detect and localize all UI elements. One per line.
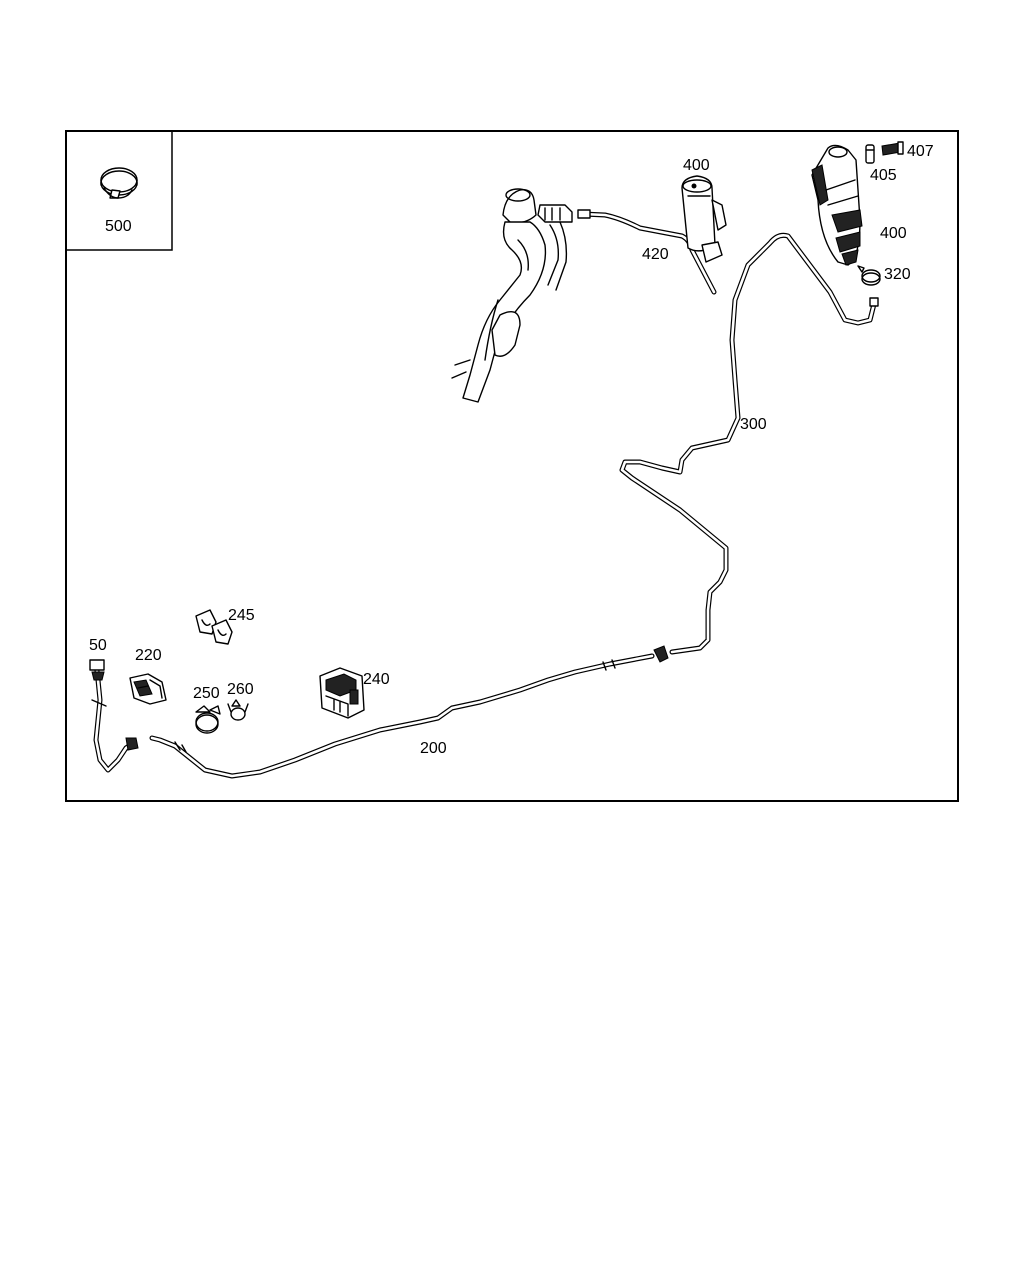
sleeve-405-icon [865,144,875,164]
inset-box-500 [66,131,173,251]
canister-400-dark-icon [811,144,863,266]
label-407: 407 [907,143,934,160]
bolt-407-icon [881,141,904,156]
label-400-right: 400 [880,225,907,242]
clamp-250-icon [195,705,221,734]
label-220: 220 [135,647,162,664]
label-250: 250 [193,685,220,702]
label-500: 500 [105,218,132,235]
line-200-icon [149,653,655,779]
hose-50-icon [89,659,139,773]
diagram-frame [65,130,959,802]
label-320: 320 [884,266,911,283]
clip-245-icon [195,609,233,645]
label-240: 240 [363,671,390,688]
filler-neck-icon [451,188,573,403]
clamp-320-icon [857,265,881,286]
clamp-260-icon [227,699,249,721]
label-400-top: 400 [683,157,710,174]
label-300: 300 [740,416,767,433]
module-240-icon [319,667,365,719]
label-245: 245 [228,607,255,624]
line-300-icon [619,232,879,663]
label-405: 405 [870,167,897,184]
clamp-500-icon [100,167,138,199]
label-50: 50 [89,637,107,654]
bracket-220-icon [129,673,167,705]
canister-400-icon [681,175,727,263]
label-420: 420 [642,246,669,263]
label-200: 200 [420,740,447,757]
label-260: 260 [227,681,254,698]
